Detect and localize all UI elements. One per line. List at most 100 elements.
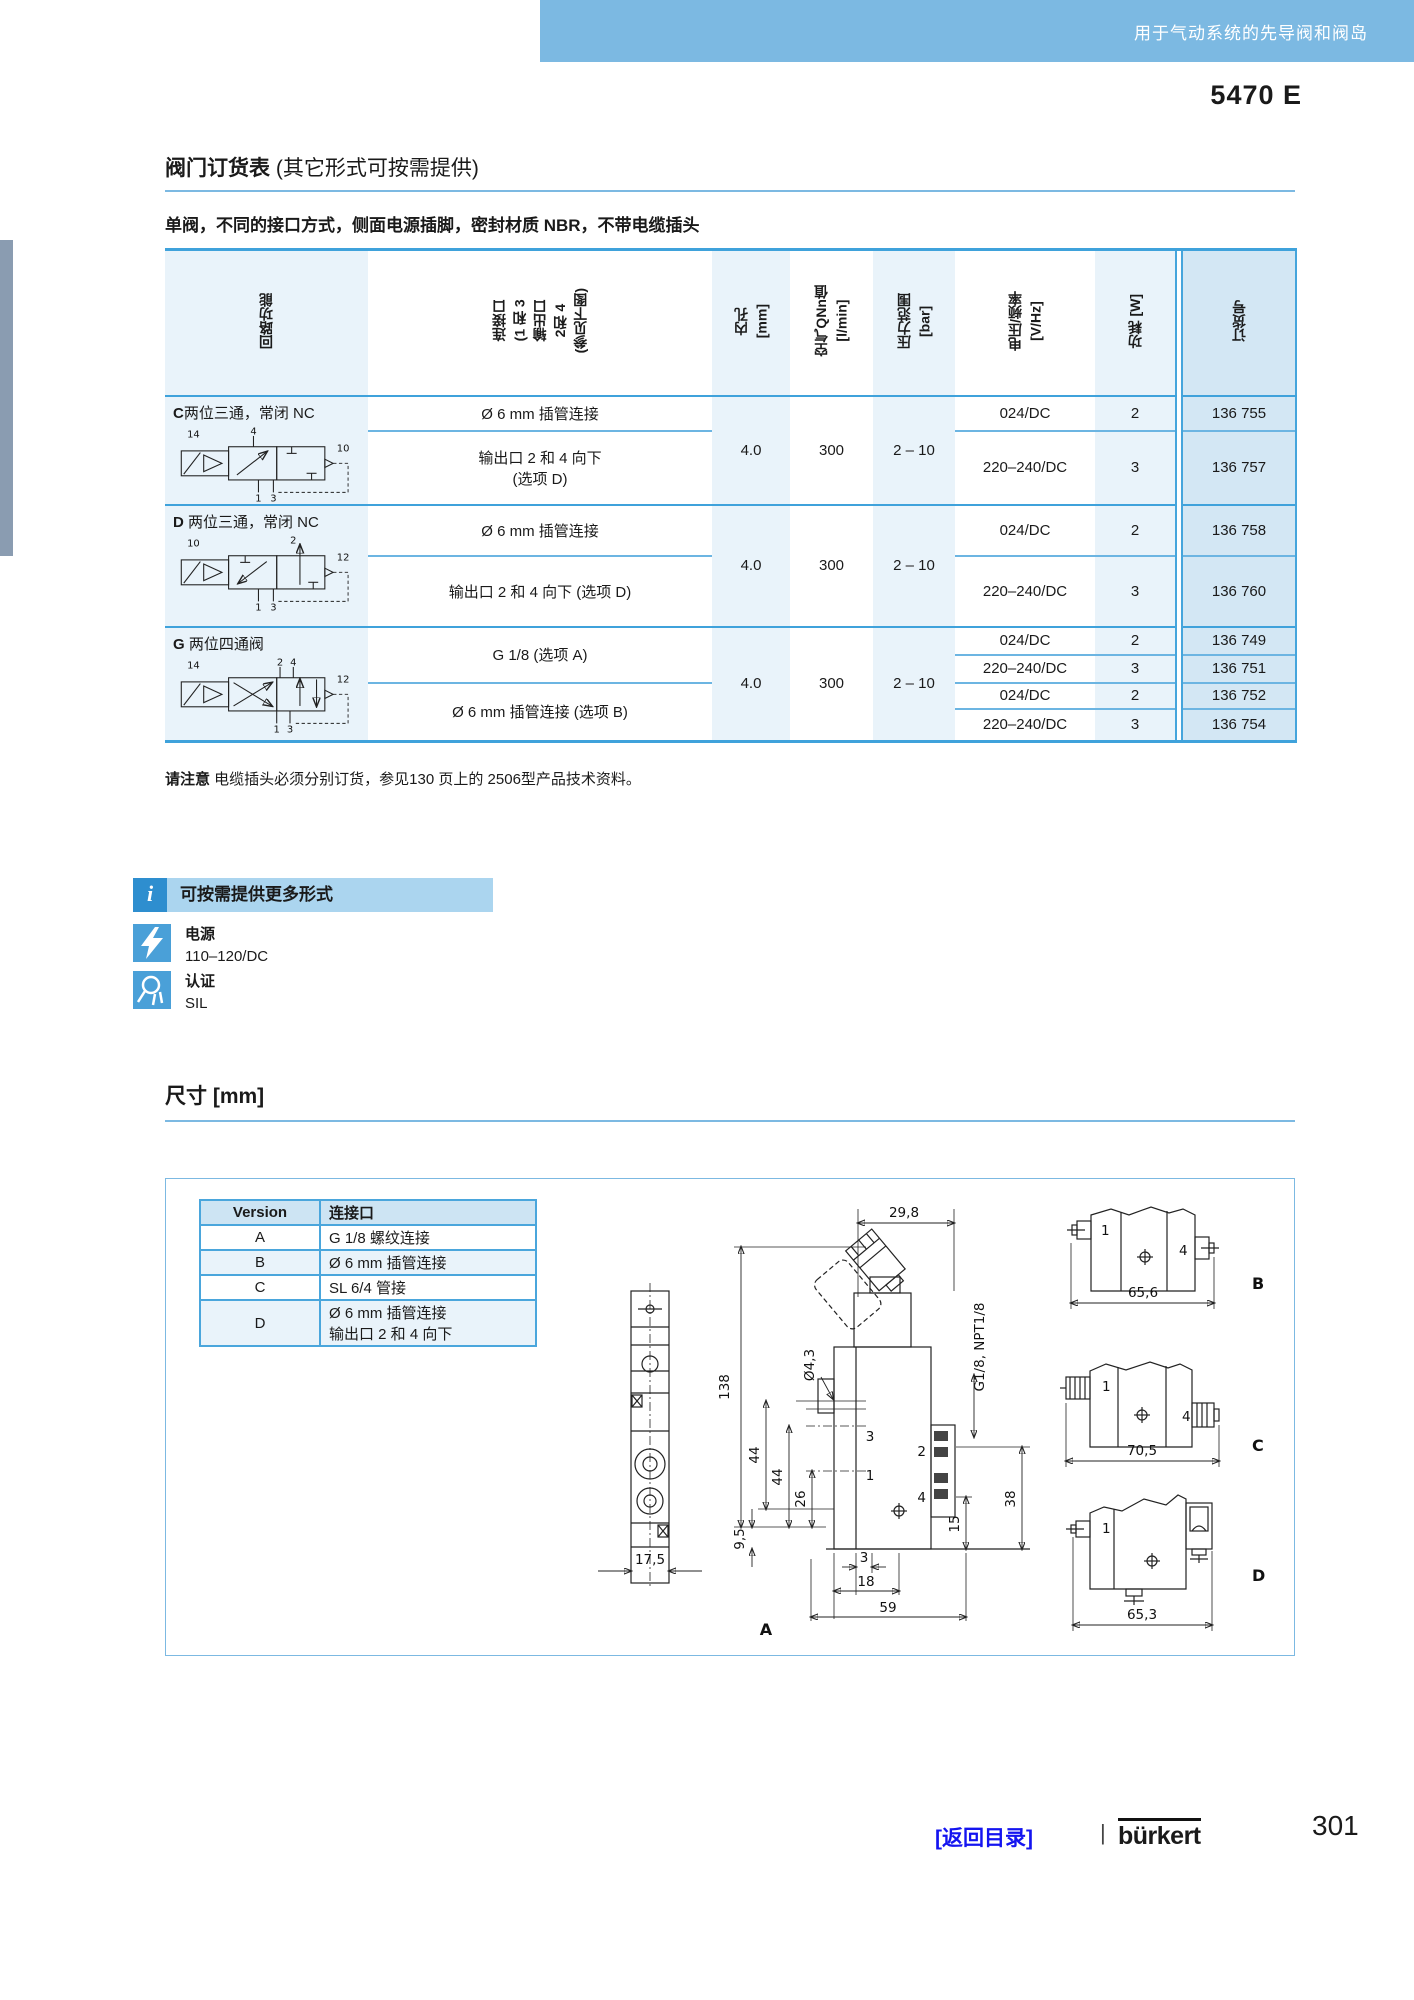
- lightning-icon: [133, 924, 171, 962]
- page-number: 301: [1312, 1810, 1359, 1841]
- svg-text:G1/8, NPT1/8: G1/8, NPT1/8: [972, 1303, 988, 1392]
- voltage-cell: 220–240/DC: [955, 653, 1095, 683]
- svg-text:15: 15: [947, 1515, 963, 1532]
- table-row: B Ø 6 mm 插管连接: [199, 1249, 537, 1276]
- svg-text:C: C: [1252, 1436, 1264, 1455]
- bore-cell: 4.0: [712, 503, 790, 627]
- info-icon: i: [133, 878, 167, 912]
- burkert-logo: bürkert: [1118, 1818, 1201, 1851]
- info-item-value: SIL: [185, 994, 208, 1012]
- certificate-icon: [133, 971, 171, 1009]
- cable-plug-note: 请注意 电缆插头必须分别订货，参见130 页上的 2506型产品技术资料。: [165, 771, 641, 788]
- col-connection: 连接口 (1 和 3 输出口 2和 4 (参见下图): [368, 249, 712, 397]
- table-row: C SL 6/4 管接: [199, 1274, 537, 1301]
- order-no-cell: 136 749: [1181, 625, 1297, 655]
- info-item-title: 电源: [185, 926, 216, 943]
- svg-text:A: A: [760, 1620, 773, 1639]
- svg-text:59: 59: [879, 1600, 896, 1616]
- power-cell: 2: [1095, 681, 1177, 709]
- svg-text:1: 1: [1102, 1379, 1111, 1395]
- svg-text:65,6: 65,6: [1128, 1285, 1158, 1301]
- flow-cell: 300: [790, 503, 873, 627]
- voltage-cell: 220–240/DC: [955, 554, 1095, 627]
- svg-text:B: B: [1252, 1274, 1264, 1293]
- svg-text:44: 44: [770, 1468, 786, 1485]
- power-cell: 2: [1095, 503, 1177, 556]
- voltage-cell: 024/DC: [955, 503, 1095, 556]
- ordering-title: 阀门订货表 (其它形式可按需提供): [165, 152, 479, 182]
- svg-text:4: 4: [1179, 1243, 1188, 1259]
- view-d: 1 65,3: [1066, 1494, 1212, 1631]
- order-no-cell: 136 758: [1181, 503, 1297, 556]
- table-row: 输出口 2 和 4 向下 (选项 D) 220–240/DC 3 136 760: [165, 554, 1297, 627]
- svg-text:1: 1: [255, 493, 261, 503]
- technical-drawing: 17,5 29,8: [598, 1205, 1265, 1639]
- flow-cell: 300: [790, 625, 873, 742]
- svg-text:14: 14: [187, 429, 200, 440]
- svg-text:Ø4,3: Ø4,3: [802, 1349, 818, 1381]
- ordering-title-note: (其它形式可按需提供): [270, 157, 479, 180]
- svg-text:26: 26: [793, 1490, 809, 1507]
- dimension-drawing-panel: Version 连接口 A G 1/8 螺纹连接 B Ø 6 mm 插管连接 C…: [165, 1178, 1295, 1656]
- bore-cell: 4.0: [712, 625, 790, 742]
- svg-text:1: 1: [255, 602, 261, 612]
- info-item-value: 110–120/DC: [185, 947, 269, 965]
- col-order-no: 订货号: [1181, 249, 1297, 397]
- table-row: 220–240/DC 3 136 754: [165, 707, 1297, 742]
- valve-symbol-3-2-nc: 14 4 1 3 10: [180, 426, 349, 504]
- valve-symbol-3-2-nc: 10 2 1 3 12: [180, 535, 350, 613]
- order-no-cell: 136 752: [1181, 681, 1297, 709]
- svg-text:12: 12: [337, 552, 350, 563]
- svg-text:3: 3: [866, 1429, 875, 1445]
- svg-text:3: 3: [860, 1550, 869, 1566]
- col-pressure: 压力范围 [bar]: [873, 249, 955, 397]
- svg-text:70,5: 70,5: [1127, 1443, 1157, 1459]
- footer-divider: |: [1100, 1820, 1106, 1845]
- svg-text:2: 2: [917, 1444, 926, 1460]
- side-view: 29,8 3 1: [717, 1205, 1030, 1639]
- power-cell: 3: [1095, 554, 1177, 627]
- table-row: 220–240/DC 3 136 751: [165, 653, 1297, 683]
- title-rule: [165, 190, 1295, 192]
- svg-text:65,3: 65,3: [1127, 1607, 1157, 1623]
- title-rule: [165, 1120, 1295, 1122]
- connection-cell: Ø 6 mm 插管连接: [368, 503, 712, 556]
- table-header-row: 回路功能 连接口 (1 和 3 输出口 2和 4 (参见下图) 内孔 [mm] …: [165, 249, 1297, 397]
- info-item-title: 认证: [185, 973, 216, 990]
- order-no-cell: 136 751: [1181, 653, 1297, 683]
- voltage-cell: 024/DC: [955, 681, 1095, 709]
- svg-text:4: 4: [1182, 1409, 1191, 1425]
- svg-text:3: 3: [270, 602, 276, 612]
- col-function: 回路功能: [165, 249, 368, 397]
- voltage-cell: 220–240/DC: [955, 430, 1095, 505]
- dimensions-title: 尺寸 [mm]: [165, 1085, 265, 1108]
- page-edge-tab: [0, 240, 13, 556]
- svg-text:3: 3: [270, 493, 276, 503]
- pressure-cell: 2 – 10: [893, 441, 935, 459]
- valve-symbol-4-2: 14 2 4 1 3 12: [180, 657, 349, 735]
- doc-code: 5470 E: [1210, 80, 1302, 110]
- power-cell: 3: [1095, 707, 1177, 742]
- svg-text:1: 1: [274, 724, 280, 734]
- power-cell: 3: [1095, 653, 1177, 683]
- svg-text:1: 1: [1102, 1521, 1111, 1537]
- connection-cell: Ø 6 mm 插管连接: [481, 405, 599, 423]
- table-row: D Ø 6 mm 插管连接 输出口 2 和 4 向下: [199, 1299, 537, 1347]
- svg-text:29,8: 29,8: [889, 1205, 919, 1221]
- svg-text:2: 2: [290, 535, 296, 546]
- col-flow: 空气QNn值 [l/min]: [790, 249, 873, 397]
- connection-cell: 输出口 2 和 4 向下 (选项 D): [368, 554, 712, 627]
- pressure-cell: 2 – 10: [873, 503, 955, 627]
- ordering-subtitle: 单阀，不同的接口方式，侧面电源插脚，密封材质 NBR，不带电缆插头: [165, 216, 700, 235]
- svg-text:44: 44: [747, 1446, 763, 1463]
- info-header-label: 可按需提供更多形式: [167, 878, 493, 912]
- function-cell-c: C两位三通，常闭 NC 14 4 1 3 10: [165, 396, 368, 505]
- svg-text:4: 4: [250, 426, 256, 437]
- view-b: 1 4 65,6: [1067, 1206, 1219, 1309]
- pressure-cell: 2 – 10: [873, 625, 955, 742]
- back-to-contents-link[interactable]: [返回目录]: [935, 1827, 1033, 1850]
- function-cell-g: G 两位四通阀 14 2 4 1 3 12: [165, 625, 368, 742]
- banner-text: 用于气动系统的先导阀和阀岛: [1134, 23, 1368, 43]
- ordering-title-main: 阀门订货表: [165, 157, 270, 180]
- voltage-cell: 024/DC: [999, 404, 1051, 422]
